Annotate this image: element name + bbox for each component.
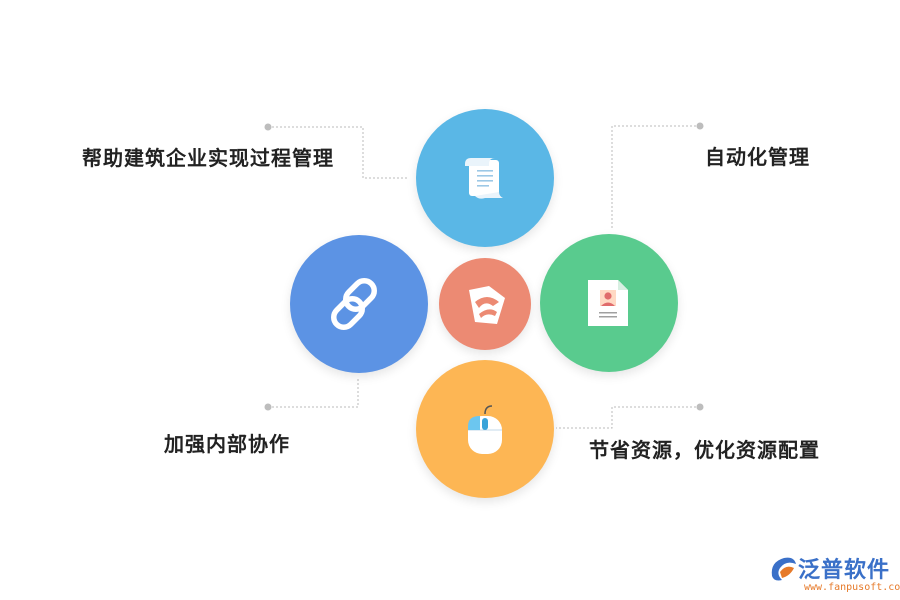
id-card-icon [588,280,628,326]
connector-right [611,125,700,230]
scroll-document-icon [465,158,503,199]
connector-dot-top [264,123,272,131]
chain-link-icon [331,278,377,330]
label-left: 加强内部协作 [164,432,290,456]
node-top-circle [416,109,554,247]
connector-dot-left [264,403,272,411]
brand-logo-icon [771,557,796,581]
connector-dot-right [696,122,704,130]
brand-name: 泛普软件 [798,558,891,583]
brand-url: www.fanpusoft.com [804,582,900,593]
label-top: 帮助建筑企业实现过程管理 [82,146,334,170]
node-center-circle [439,258,531,350]
connector-left [268,378,359,408]
node-right-circle [540,234,678,372]
node-left-circle [290,235,428,373]
computer-mouse-icon [468,405,502,454]
brand-emblem-icon [469,286,505,324]
label-bottom: 节省资源，优化资源配置 [589,438,820,462]
connector-top [268,126,408,179]
node-bottom-circle [416,360,554,498]
brand-logo: 泛普软件 www.fanpusoft.com [768,552,900,596]
label-right: 自动化管理 [705,145,810,169]
connector-dot-bottom [696,403,704,411]
connector-bottom [556,406,700,429]
